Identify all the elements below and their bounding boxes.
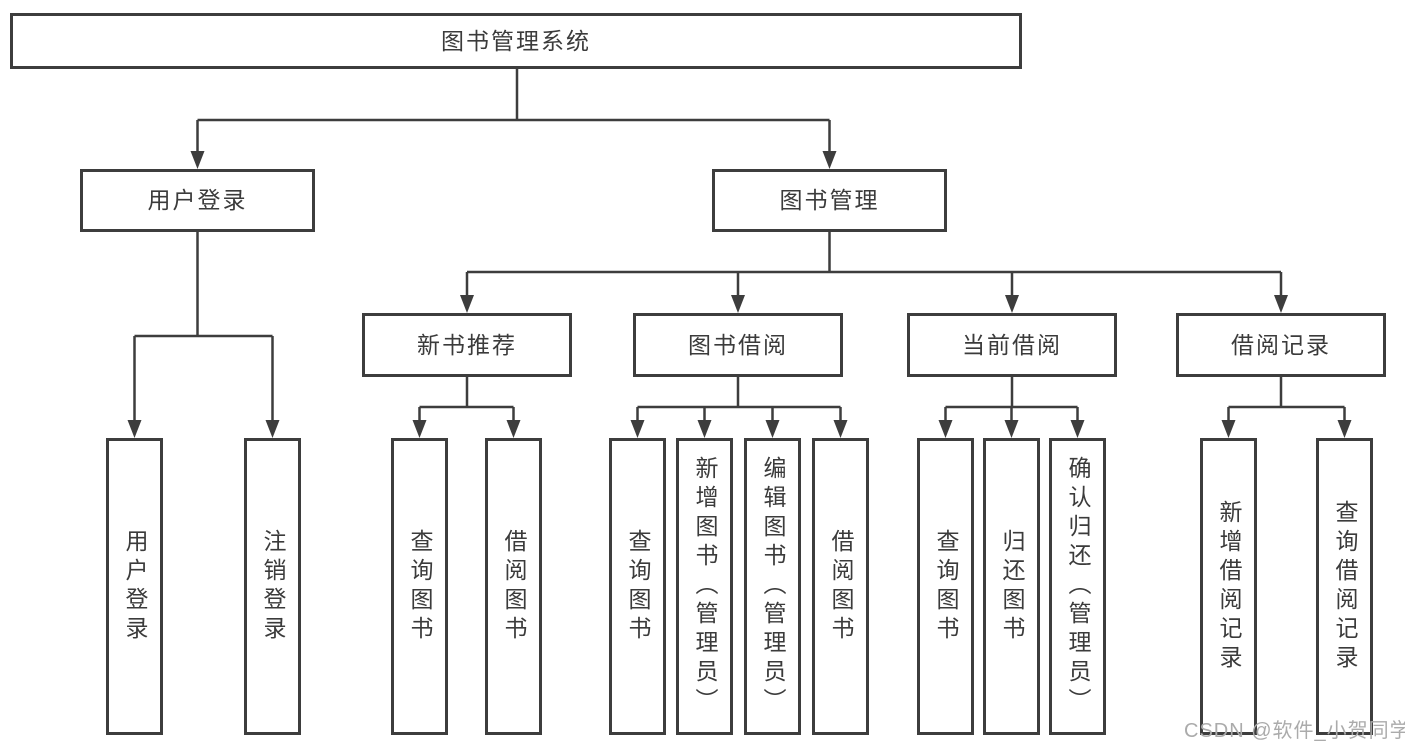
node-borrowing-records: 借阅记录 [1176,313,1386,377]
node-borrow-books-borrowing: 借阅图书 [812,438,869,735]
node-borrow-books-recommend: 借阅图书 [485,438,542,735]
node-add-books-admin: 新增图书（管理员） [676,438,733,735]
node-user-login: 用户登录 [80,169,315,232]
node-query-borrow-record: 查询借阅记录 [1316,438,1373,735]
node-user-login-leaf: 用户登录 [106,438,163,735]
node-library-management-system: 图书管理系统 [10,13,1022,69]
node-current-borrowing: 当前借阅 [907,313,1117,377]
node-book-management: 图书管理 [712,169,947,232]
node-confirm-return-admin: 确认归还（管理员） [1049,438,1106,735]
node-query-books-recommend: 查询图书 [391,438,448,735]
node-query-books-current: 查询图书 [917,438,974,735]
node-return-books: 归还图书 [983,438,1040,735]
node-new-book-recommendation: 新书推荐 [362,313,572,377]
node-add-borrow-record: 新增借阅记录 [1200,438,1257,735]
node-query-books-borrowing: 查询图书 [609,438,666,735]
node-edit-books-admin: 编辑图书（管理员） [744,438,801,735]
tree-edges [133,69,1346,424]
node-logout-login: 注销登录 [244,438,301,735]
node-book-borrowing: 图书借阅 [633,313,843,377]
csdn-watermark: CSDN @软件_小贺同学 [1184,720,1405,742]
